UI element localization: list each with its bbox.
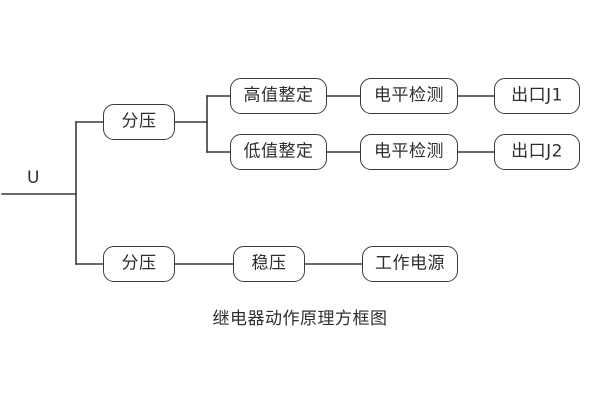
- node-label-regulator: 稳压: [251, 253, 287, 273]
- node-label-low-set: 低值整定: [243, 141, 314, 161]
- node-label-level-detect-1: 电平检测: [374, 85, 444, 105]
- figure-caption: 继电器动作原理方框图: [212, 309, 388, 329]
- node-output-j2[interactable]: 出口J2: [494, 134, 580, 170]
- node-regulator[interactable]: 稳压: [233, 246, 305, 282]
- node-divider-top[interactable]: 分压: [103, 104, 175, 140]
- node-label-output-j1: 出口J1: [511, 85, 563, 105]
- node-divider-bottom[interactable]: 分压: [103, 246, 175, 282]
- node-label-output-j2: 出口J2: [511, 141, 563, 161]
- connector-lines: [75, 95, 495, 265]
- node-work-supply[interactable]: 工作电源: [362, 246, 458, 282]
- node-label-high-set: 高值整定: [243, 85, 314, 105]
- node-label-work-supply: 工作电源: [375, 253, 445, 273]
- node-high-set[interactable]: 高值整定: [230, 78, 327, 114]
- node-label-divider-top: 分压: [121, 111, 157, 131]
- node-output-j1[interactable]: 出口J1: [494, 78, 580, 114]
- node-level-detect-1[interactable]: 电平检测: [360, 78, 458, 114]
- node-label-level-detect-2: 电平检测: [374, 141, 444, 161]
- source-voltage-label: U: [27, 168, 40, 188]
- node-label-divider-bottom: 分压: [121, 253, 157, 273]
- node-low-set[interactable]: 低值整定: [230, 134, 327, 170]
- node-level-detect-2[interactable]: 电平检测: [360, 134, 458, 170]
